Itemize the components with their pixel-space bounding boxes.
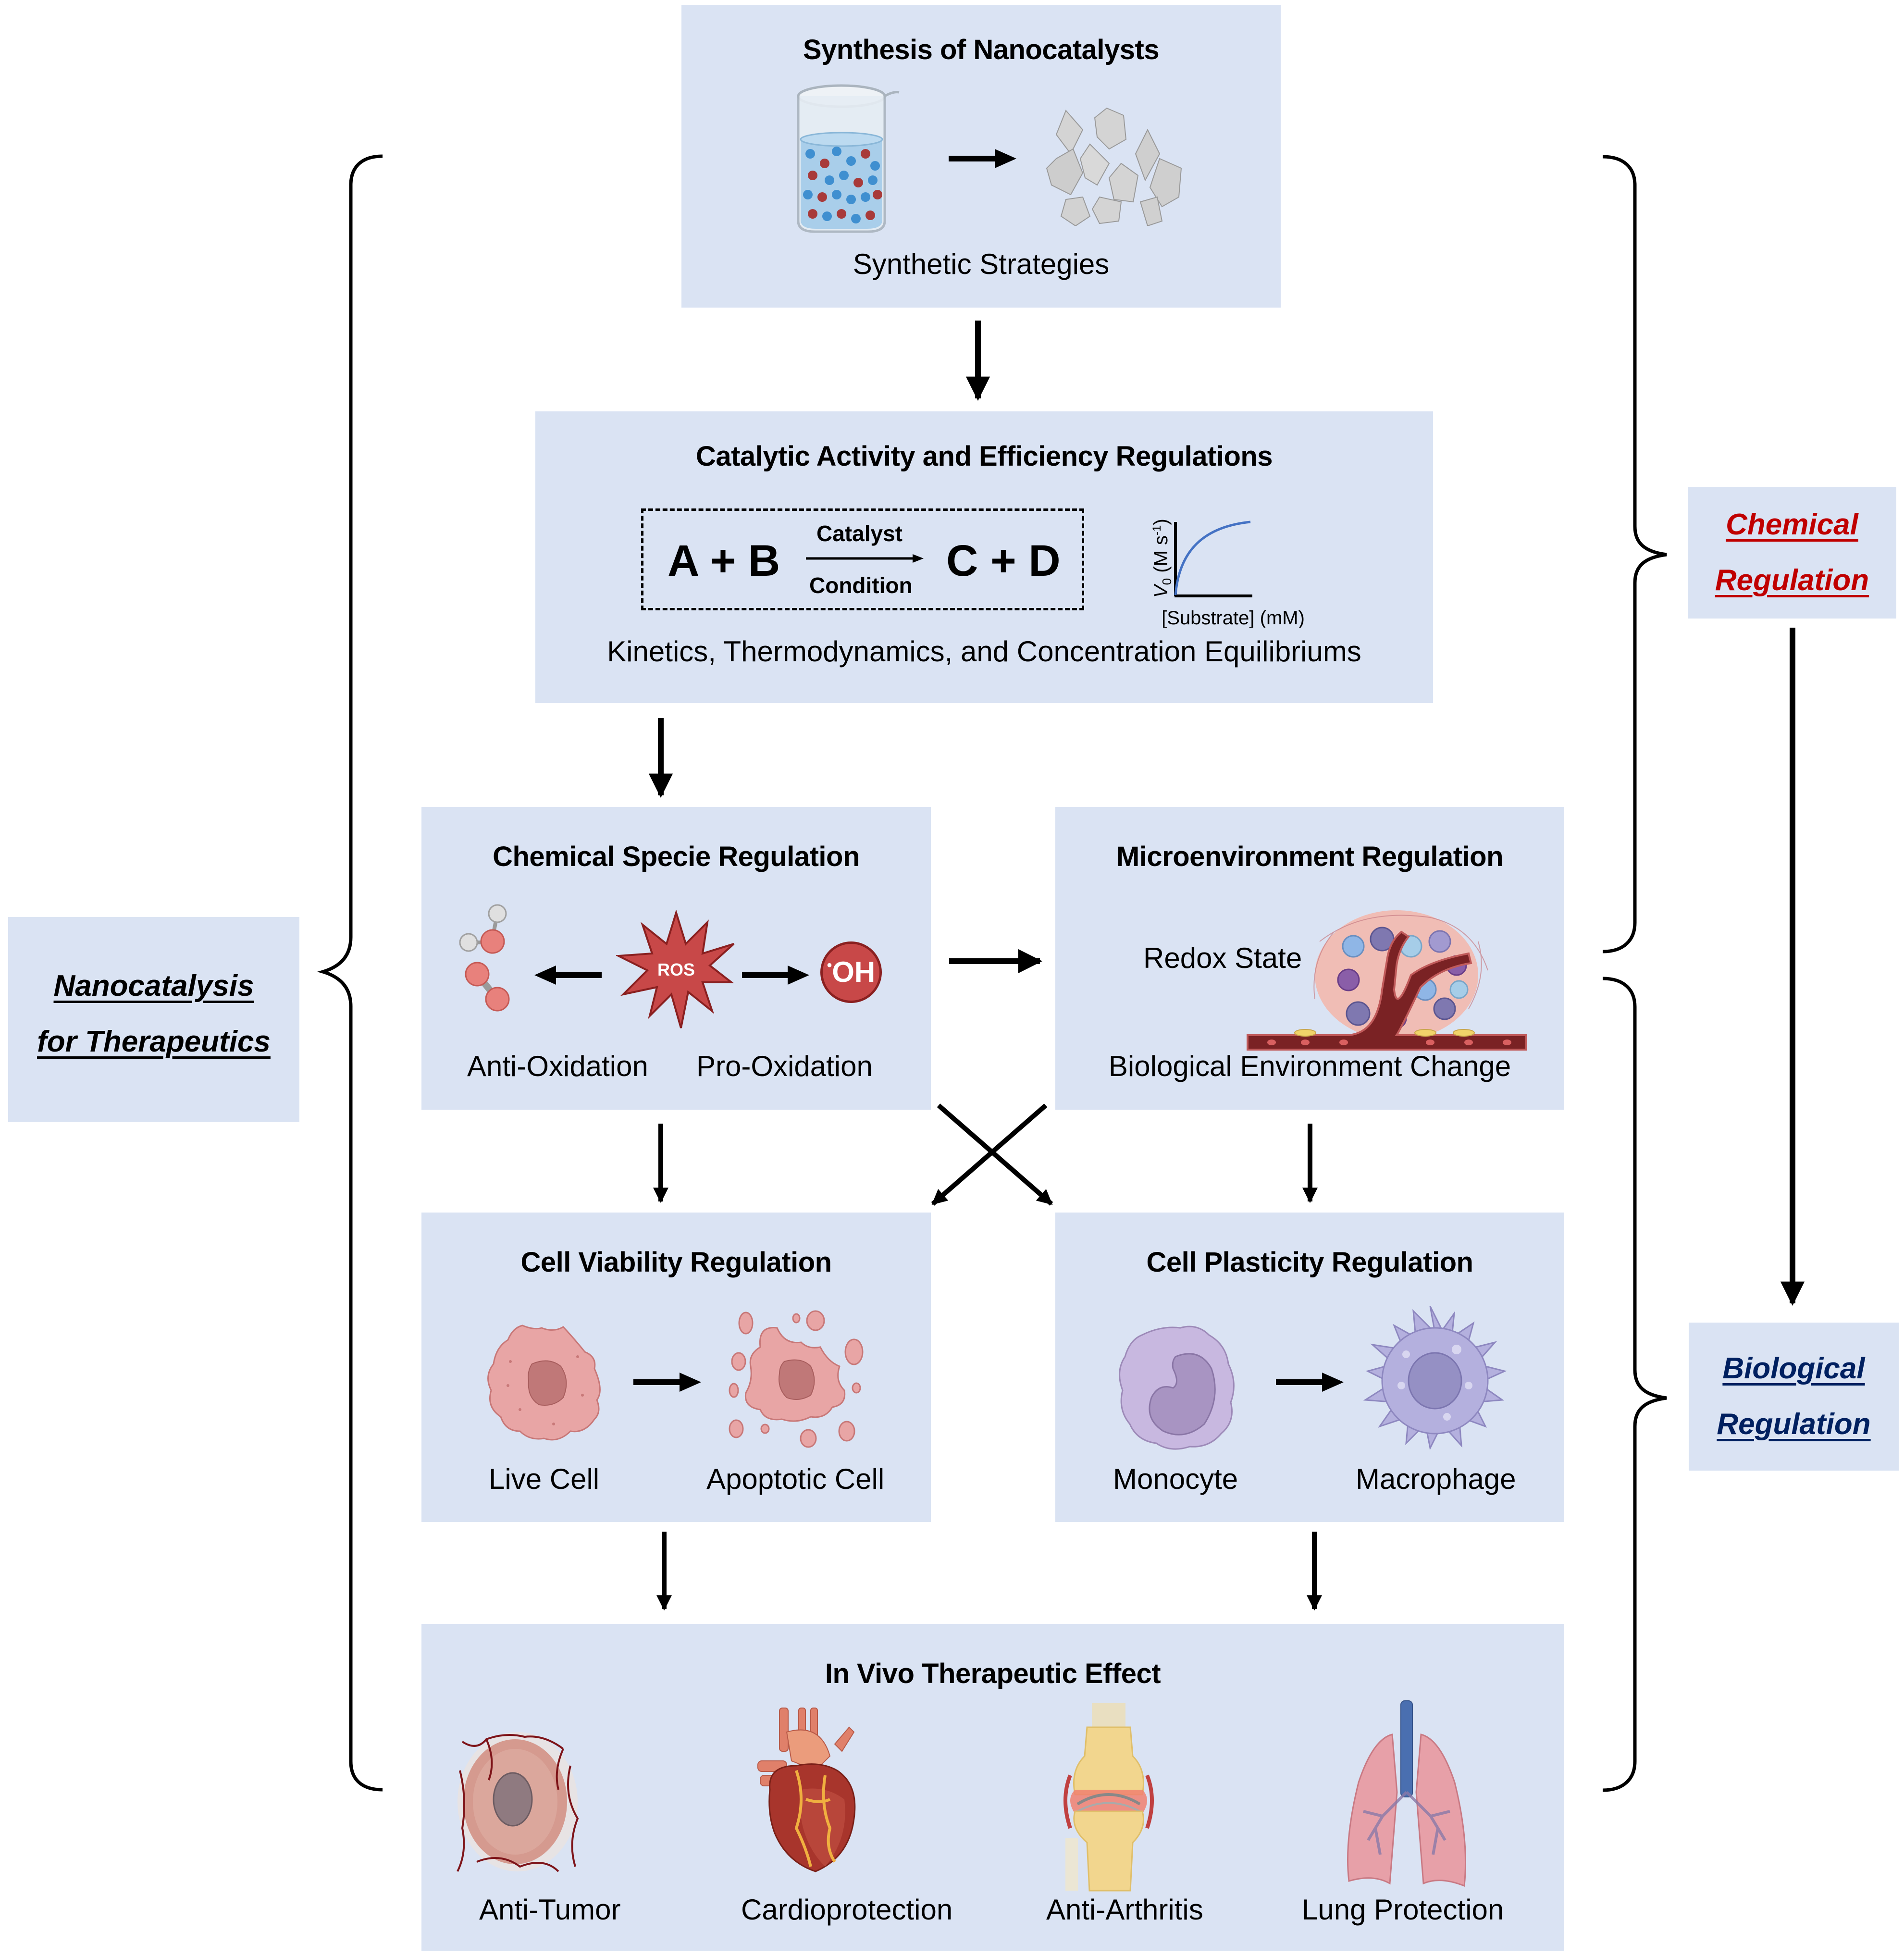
lung-protection-label: Lung Protection (1302, 1894, 1504, 1926)
synthesis-arrow-icon (949, 149, 1016, 168)
microenvironment-box: Microenvironment Regulation Redox State (1055, 807, 1564, 1110)
catalytic-box: Catalytic Activity and Efficiency Regula… (535, 411, 1433, 703)
cell-plasticity-box: Cell Plasticity Regulation Monocyte Macr… (1055, 1213, 1564, 1522)
side-label-chemical-regulation: Chemical Regulation (1715, 508, 1869, 597)
radical-dot: • (827, 957, 832, 973)
beaker-with-particles-icon (797, 84, 900, 233)
monocyte-label: Monocyte (1113, 1463, 1238, 1495)
side-box-nanocatalysis: Nanocatalysis for Therapeutics (8, 917, 299, 1122)
reaction-equation-box: A + B Catalyst Condition C + D (641, 508, 1084, 610)
monocyte-icon (1119, 1325, 1235, 1450)
ros-label: ROS (657, 960, 695, 979)
reactants: A + B (668, 536, 780, 585)
catalytic-caption: Kinetics, Thermodynamics, and Concentrat… (607, 635, 1361, 668)
tumor-icon (457, 1732, 579, 1872)
in-vivo-item-lung-protection (1330, 1696, 1484, 1898)
radical-label: OH (832, 956, 876, 988)
in-vivo-title: In Vivo Therapeutic Effect (825, 1658, 1161, 1689)
anti-tumor-label: Anti-Tumor (479, 1894, 621, 1926)
synthesis-box: Synthesis of Nanocatalysts (681, 5, 1281, 308)
macrophage-icon (1363, 1306, 1507, 1450)
catalyst-label: Catalyst (816, 521, 903, 546)
cell-viability-box: Cell Viability Regulation Live Cell Apop… (421, 1213, 931, 1522)
arrow-to-anti-oxidation-icon (534, 966, 602, 985)
knee-joint-icon (1063, 1703, 1154, 1892)
biological-environment-change-label: Biological Environment Change (1108, 1050, 1511, 1082)
mini-chart-ylabel: V0 (M s-1) (1150, 519, 1174, 598)
synthesis-caption: Synthetic Strategies (853, 248, 1110, 280)
live-to-apoptotic-arrow-icon (633, 1373, 701, 1392)
side-box-biological-regulation: Biological Regulation (1689, 1323, 1899, 1471)
chemical-specie-box: Chemical Specie Regulation ROS •OH Anti-… (421, 807, 931, 1110)
apoptotic-cell-label: Apoptotic Cell (706, 1463, 885, 1495)
mini-chart-xlabel: [Substrate] (mM) (1162, 607, 1305, 628)
lungs-icon (1347, 1700, 1466, 1887)
heart-icon (757, 1708, 856, 1872)
left-brace (317, 154, 383, 1792)
cell-plasticity-title: Cell Plasticity Regulation (1146, 1247, 1473, 1278)
tumor-microenvironment-icon (1247, 910, 1527, 1051)
microenvironment-title: Microenvironment Regulation (1116, 841, 1504, 872)
side-label-nanocatalysis: Nanocatalysis for Therapeutics (37, 969, 271, 1058)
pro-oxidation-label: Pro-Oxidation (696, 1050, 873, 1082)
anti-oxidation-label: Anti-Oxidation (467, 1050, 648, 1082)
arrow-to-pro-oxidation-icon (742, 966, 809, 985)
cardioprotection-label: Cardioprotection (741, 1894, 953, 1926)
nanocrystals-icon (1046, 107, 1182, 226)
live-cell-icon (487, 1325, 601, 1441)
in-vivo-item-cardioprotection (753, 1703, 878, 1886)
arrow-cross-specie-to-plasticity (937, 1103, 1053, 1206)
arrow-cross-microenvironment-to-viability (931, 1103, 1048, 1206)
right-brace-chemical (1602, 155, 1667, 953)
synthesis-title: Synthesis of Nanocatalysts (803, 34, 1160, 65)
in-vivo-box: In Vivo Therapeutic Effect Anti-Tumor (421, 1624, 1564, 1951)
apoptotic-cell-icon (729, 1310, 864, 1448)
blood-vessel (1247, 930, 1527, 1051)
monocyte-to-macrophage-arrow-icon (1276, 1373, 1344, 1392)
michaelis-menten-chart: V0 (M s-1) [Substrate] (mM) (1150, 519, 1305, 628)
mini-chart-curve (1174, 520, 1251, 595)
right-brace-biological (1602, 977, 1667, 1792)
live-cell-label: Live Cell (489, 1463, 600, 1495)
side-box-chemical-regulation: Chemical Regulation (1688, 487, 1896, 619)
side-label-biological-regulation: Biological Regulation (1717, 1352, 1871, 1441)
products: C + D (946, 536, 1061, 585)
water-molecule-icon (459, 904, 507, 954)
anti-arthritis-label: Anti-Arthritis (1046, 1894, 1203, 1926)
oxygen-molecule-icon (465, 962, 510, 1012)
condition-label: Condition (809, 573, 913, 598)
particles (803, 147, 882, 223)
catalytic-title: Catalytic Activity and Efficiency Regula… (695, 441, 1273, 472)
in-vivo-item-anti-arthritis (1051, 1703, 1166, 1895)
cell-viability-title: Cell Viability Regulation (520, 1247, 832, 1278)
chemical-specie-title: Chemical Specie Regulation (493, 841, 860, 872)
in-vivo-item-anti-tumor (441, 1703, 594, 1934)
hydroxyl-radical-icon: •OH (820, 941, 882, 1003)
ros-burst-icon (616, 910, 735, 1028)
reaction-arrow-icon (806, 554, 924, 563)
redox-state-label: Redox State (1143, 942, 1302, 974)
macrophage-label: Macrophage (1356, 1463, 1516, 1495)
